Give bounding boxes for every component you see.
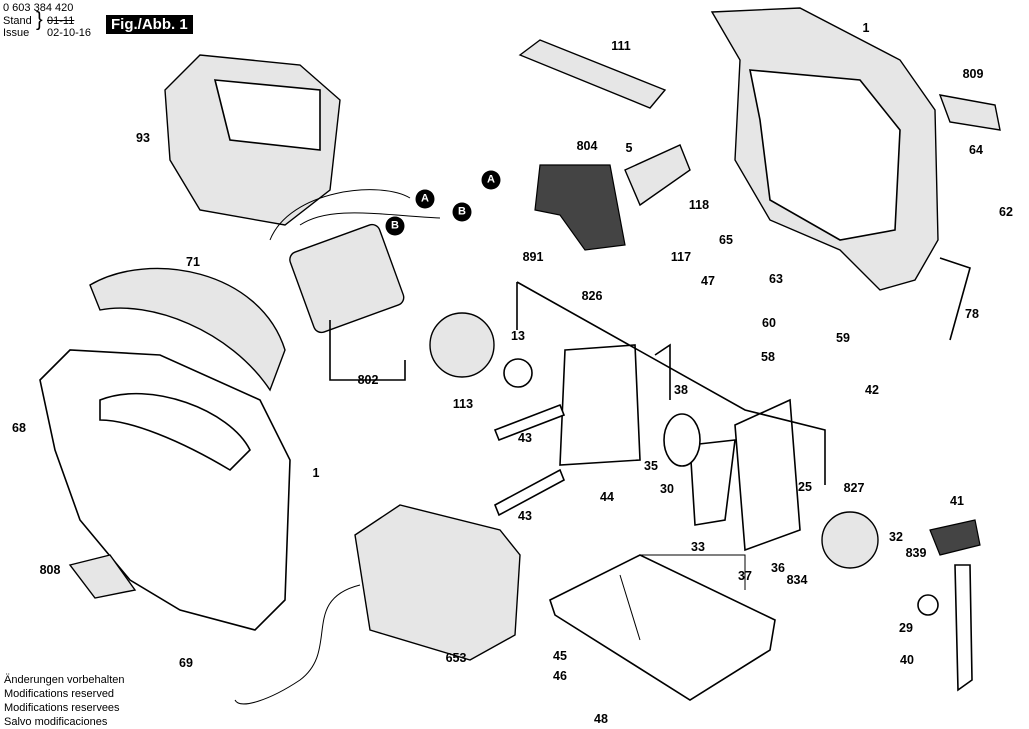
part-label: 37 bbox=[738, 569, 752, 583]
part-label: 113 bbox=[452, 397, 474, 411]
lever-40 bbox=[954, 564, 973, 692]
part-label: 65 bbox=[719, 233, 733, 247]
brace: } bbox=[36, 9, 43, 31]
connector-a: A bbox=[481, 170, 501, 190]
part-label: 33 bbox=[691, 540, 705, 554]
part-label: 78 bbox=[965, 307, 979, 321]
part-number: 0 603 384 420 bbox=[3, 2, 74, 14]
part-label: 30 bbox=[660, 482, 674, 496]
part-label: 111 bbox=[611, 39, 631, 53]
part-label: 62 bbox=[999, 205, 1013, 219]
part-label: 802 bbox=[357, 373, 379, 387]
bracket-826 bbox=[559, 344, 641, 466]
part-label: 1 bbox=[312, 466, 320, 480]
part-label: 804 bbox=[576, 139, 598, 153]
part-label: 36 bbox=[771, 561, 785, 575]
connector-a: A bbox=[415, 189, 435, 209]
gear-827 bbox=[821, 511, 879, 569]
part-label: 64 bbox=[969, 143, 983, 157]
note: Modifications reserved bbox=[4, 688, 115, 700]
part-label: 118 bbox=[688, 198, 710, 212]
connector-b: B bbox=[385, 216, 405, 236]
armature-113 bbox=[429, 312, 495, 378]
note: Salvo modificaciones bbox=[4, 716, 108, 728]
part-label: 71 bbox=[186, 255, 200, 269]
switch-804 bbox=[534, 164, 626, 251]
part-label: 32 bbox=[889, 530, 903, 544]
part-label: 653 bbox=[445, 651, 467, 665]
issue-label: Issue bbox=[3, 27, 30, 39]
stand-label: Stand bbox=[3, 15, 32, 27]
part-label: 68 bbox=[12, 421, 26, 435]
part-label: 35 bbox=[644, 459, 658, 473]
part-808 bbox=[68, 554, 137, 599]
part-label: 40 bbox=[900, 653, 914, 667]
part-label: 29 bbox=[899, 621, 913, 635]
connector-b: B bbox=[452, 202, 472, 222]
soft-grip-71 bbox=[89, 267, 286, 392]
part-label: 42 bbox=[865, 383, 879, 397]
part-label: 43 bbox=[518, 509, 532, 523]
part-label: 58 bbox=[761, 350, 775, 364]
housing-left-half bbox=[39, 349, 291, 631]
part-label: 839 bbox=[905, 546, 927, 560]
charger-653 bbox=[354, 504, 521, 661]
part-label: 93 bbox=[136, 131, 150, 145]
stand-value: 01-11 bbox=[47, 15, 75, 27]
part-label: 60 bbox=[762, 316, 776, 330]
notes: Änderungen vorbehalten Modifications res… bbox=[4, 673, 124, 729]
part-5 bbox=[624, 144, 691, 207]
figure-label: Fig./Abb. 1 bbox=[106, 15, 193, 34]
part-label: 117 bbox=[670, 250, 692, 264]
part-41 bbox=[929, 519, 981, 556]
part-label: 41 bbox=[950, 494, 964, 508]
part-label: 43 bbox=[518, 431, 532, 445]
part-label: 834 bbox=[786, 573, 808, 587]
part-label: 46 bbox=[553, 669, 567, 683]
part-label: 59 bbox=[836, 331, 850, 345]
part-label: 13 bbox=[511, 329, 525, 343]
part-label: 891 bbox=[522, 250, 544, 264]
part-809-label bbox=[938, 94, 1001, 131]
part-label: 63 bbox=[769, 272, 783, 286]
part-label: 38 bbox=[674, 383, 688, 397]
part-label: 44 bbox=[600, 490, 614, 504]
motor-802 bbox=[289, 223, 405, 334]
part-label: 45 bbox=[553, 649, 567, 663]
part-33 bbox=[689, 439, 736, 526]
plate-25 bbox=[734, 398, 801, 552]
note: Änderungen vorbehalten bbox=[4, 674, 125, 686]
issue-value: 02-10-16 bbox=[47, 27, 92, 39]
part-label: 47 bbox=[701, 274, 715, 288]
part-label: 827 bbox=[843, 481, 865, 495]
part-label: 826 bbox=[581, 289, 603, 303]
part-label: 808 bbox=[39, 563, 61, 577]
power-cord bbox=[234, 584, 361, 705]
part-label: 69 bbox=[179, 656, 193, 670]
part-111 bbox=[518, 39, 667, 109]
part-label: 48 bbox=[594, 712, 608, 726]
part-label: 25 bbox=[798, 480, 812, 494]
note: Modifications reservees bbox=[4, 702, 120, 714]
part-label: 1 bbox=[862, 21, 870, 35]
part-label: 5 bbox=[625, 141, 633, 155]
part-label: 809 bbox=[962, 67, 984, 81]
